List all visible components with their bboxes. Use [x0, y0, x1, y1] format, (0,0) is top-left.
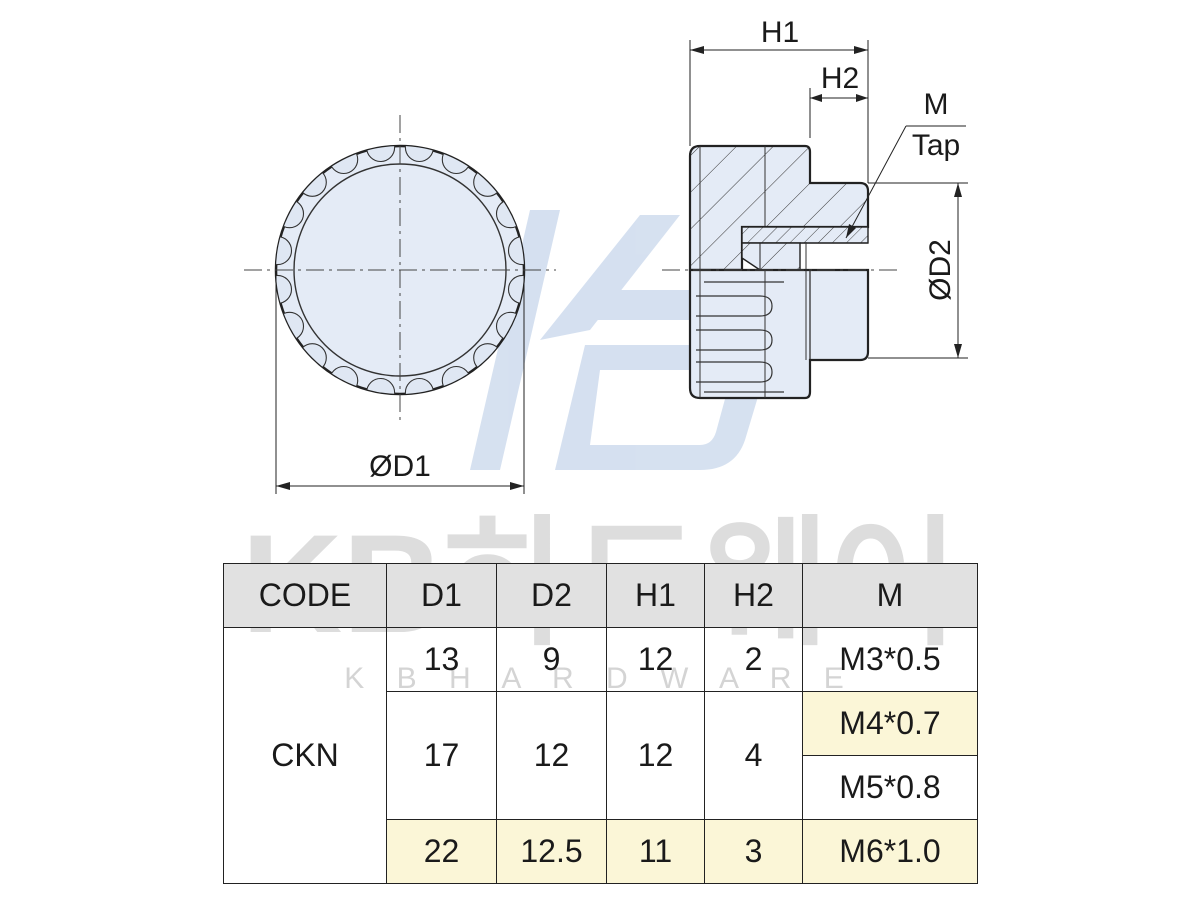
cell-m: M6*1.0 [802, 819, 978, 884]
spec-table: CODE D1 D2 H1 H2 M CKN 13 9 12 2 M3*0.5 … [223, 563, 978, 884]
header-d1: D1 [386, 563, 497, 628]
d1-dimension: ØD1 [275, 272, 525, 494]
cell-h1: 12 [606, 691, 705, 820]
table-row: 17 12 12 4 M4*0.7 [224, 691, 978, 820]
d2-dimension: ØD2 [868, 182, 968, 359]
h1-dimension: H1 [689, 16, 869, 183]
h2-label: H2 [821, 62, 859, 95]
header-h2: H2 [704, 563, 803, 628]
cell-h1: 12 [606, 627, 705, 692]
tap-label: Tap [912, 129, 960, 162]
table-row: 22 12.5 11 3 M6*1.0 [224, 819, 978, 884]
cell-d1: 17 [386, 691, 497, 820]
code-cell: CKN [223, 627, 387, 884]
m-tap-leader: M Tap [845, 88, 966, 239]
m-label: M [924, 88, 949, 121]
cell-h2: 3 [704, 819, 803, 884]
h2-dimension: H2 [809, 62, 868, 138]
h1-label: H1 [761, 16, 799, 49]
cell-d1: 22 [386, 819, 497, 884]
kb-logo-watermark [470, 210, 762, 470]
cell-h2: 4 [704, 691, 803, 820]
cell-h1: 11 [606, 819, 705, 884]
cell-d1: 13 [386, 627, 497, 692]
cell-h2: 2 [704, 627, 803, 692]
cell-m: M3*0.5 [802, 627, 978, 692]
flutes [696, 281, 784, 393]
d2-label: ØD2 [924, 239, 957, 301]
table-header-row: CODE D1 D2 H1 H2 M [223, 563, 978, 628]
d1-label: ØD1 [369, 450, 431, 483]
cell-d2: 12 [496, 691, 607, 820]
header-h1: H1 [606, 563, 705, 628]
cell-d2: 12.5 [496, 819, 607, 884]
cell-m: M5*0.8 [802, 755, 978, 820]
header-code: CODE [223, 563, 387, 628]
cell-d2: 9 [496, 627, 607, 692]
table-row: CKN 13 9 12 2 M3*0.5 [223, 627, 978, 884]
side-view [662, 144, 900, 400]
cell-m: M4*0.7 [802, 691, 978, 756]
header-d2: D2 [496, 563, 607, 628]
header-m: M [802, 563, 978, 628]
